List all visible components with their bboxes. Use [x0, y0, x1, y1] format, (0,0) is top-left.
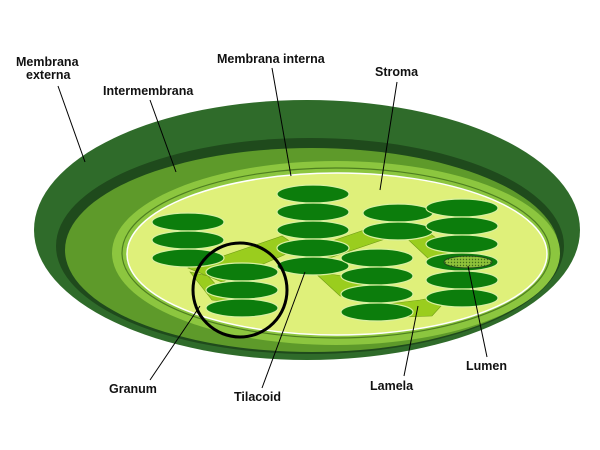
inner-membrane-line	[121, 167, 551, 339]
granum-highlight-circle	[191, 241, 289, 339]
label-membrana-externa-line2: externa	[26, 68, 72, 82]
thylakoid-disc	[340, 284, 414, 304]
thylakoid-disc	[362, 203, 434, 223]
thylakoid-disc	[276, 202, 350, 222]
thylakoid-disc	[205, 262, 279, 282]
thylakoid-disc	[151, 248, 225, 268]
label-intermembrana: Intermembrana	[103, 84, 194, 98]
thylakoid-disc	[425, 216, 499, 236]
thylakoid-disc	[205, 280, 279, 300]
label-membrana-interna: Membrana interna	[217, 52, 326, 66]
label-membrana-externa-line1: Membrana	[16, 55, 80, 69]
label-granum: Granum	[109, 382, 157, 396]
leader-line-lumen	[467, 265, 488, 358]
thylakoid-disc	[340, 248, 414, 268]
thylakoid-disc	[151, 212, 225, 232]
leader-line-membrana-interna	[271, 67, 292, 177]
thylakoid-disc	[362, 221, 434, 241]
thylakoid-disc	[151, 230, 225, 250]
thylakoid-disc	[205, 298, 279, 318]
thylakoid-disc	[276, 238, 350, 258]
label-tilacoid: Tilacoid	[234, 390, 281, 404]
thylakoid-disc	[276, 220, 350, 240]
thylakoid-disc	[276, 184, 350, 204]
label-stroma: Stroma	[375, 65, 419, 79]
thylakoid-disc	[425, 234, 499, 254]
thylakoid-disc	[340, 302, 414, 322]
leader-lines	[57, 67, 488, 389]
label-lumen: Lumen	[466, 359, 507, 373]
leader-line-membrana-externa	[57, 85, 86, 163]
leader-line-intermembrana	[149, 99, 177, 173]
thylakoid-disc	[425, 198, 499, 218]
leader-line-granum	[149, 305, 201, 381]
leader-line-tilacoid	[261, 271, 306, 389]
thylakoid-disc	[425, 270, 499, 290]
thylakoid-disc	[276, 256, 350, 276]
leader-line-stroma	[379, 81, 398, 191]
thylakoid-disc	[425, 288, 499, 308]
label-lamela: Lamela	[370, 379, 414, 393]
leader-line-lamela	[403, 305, 419, 377]
thylakoid-disc	[340, 266, 414, 286]
